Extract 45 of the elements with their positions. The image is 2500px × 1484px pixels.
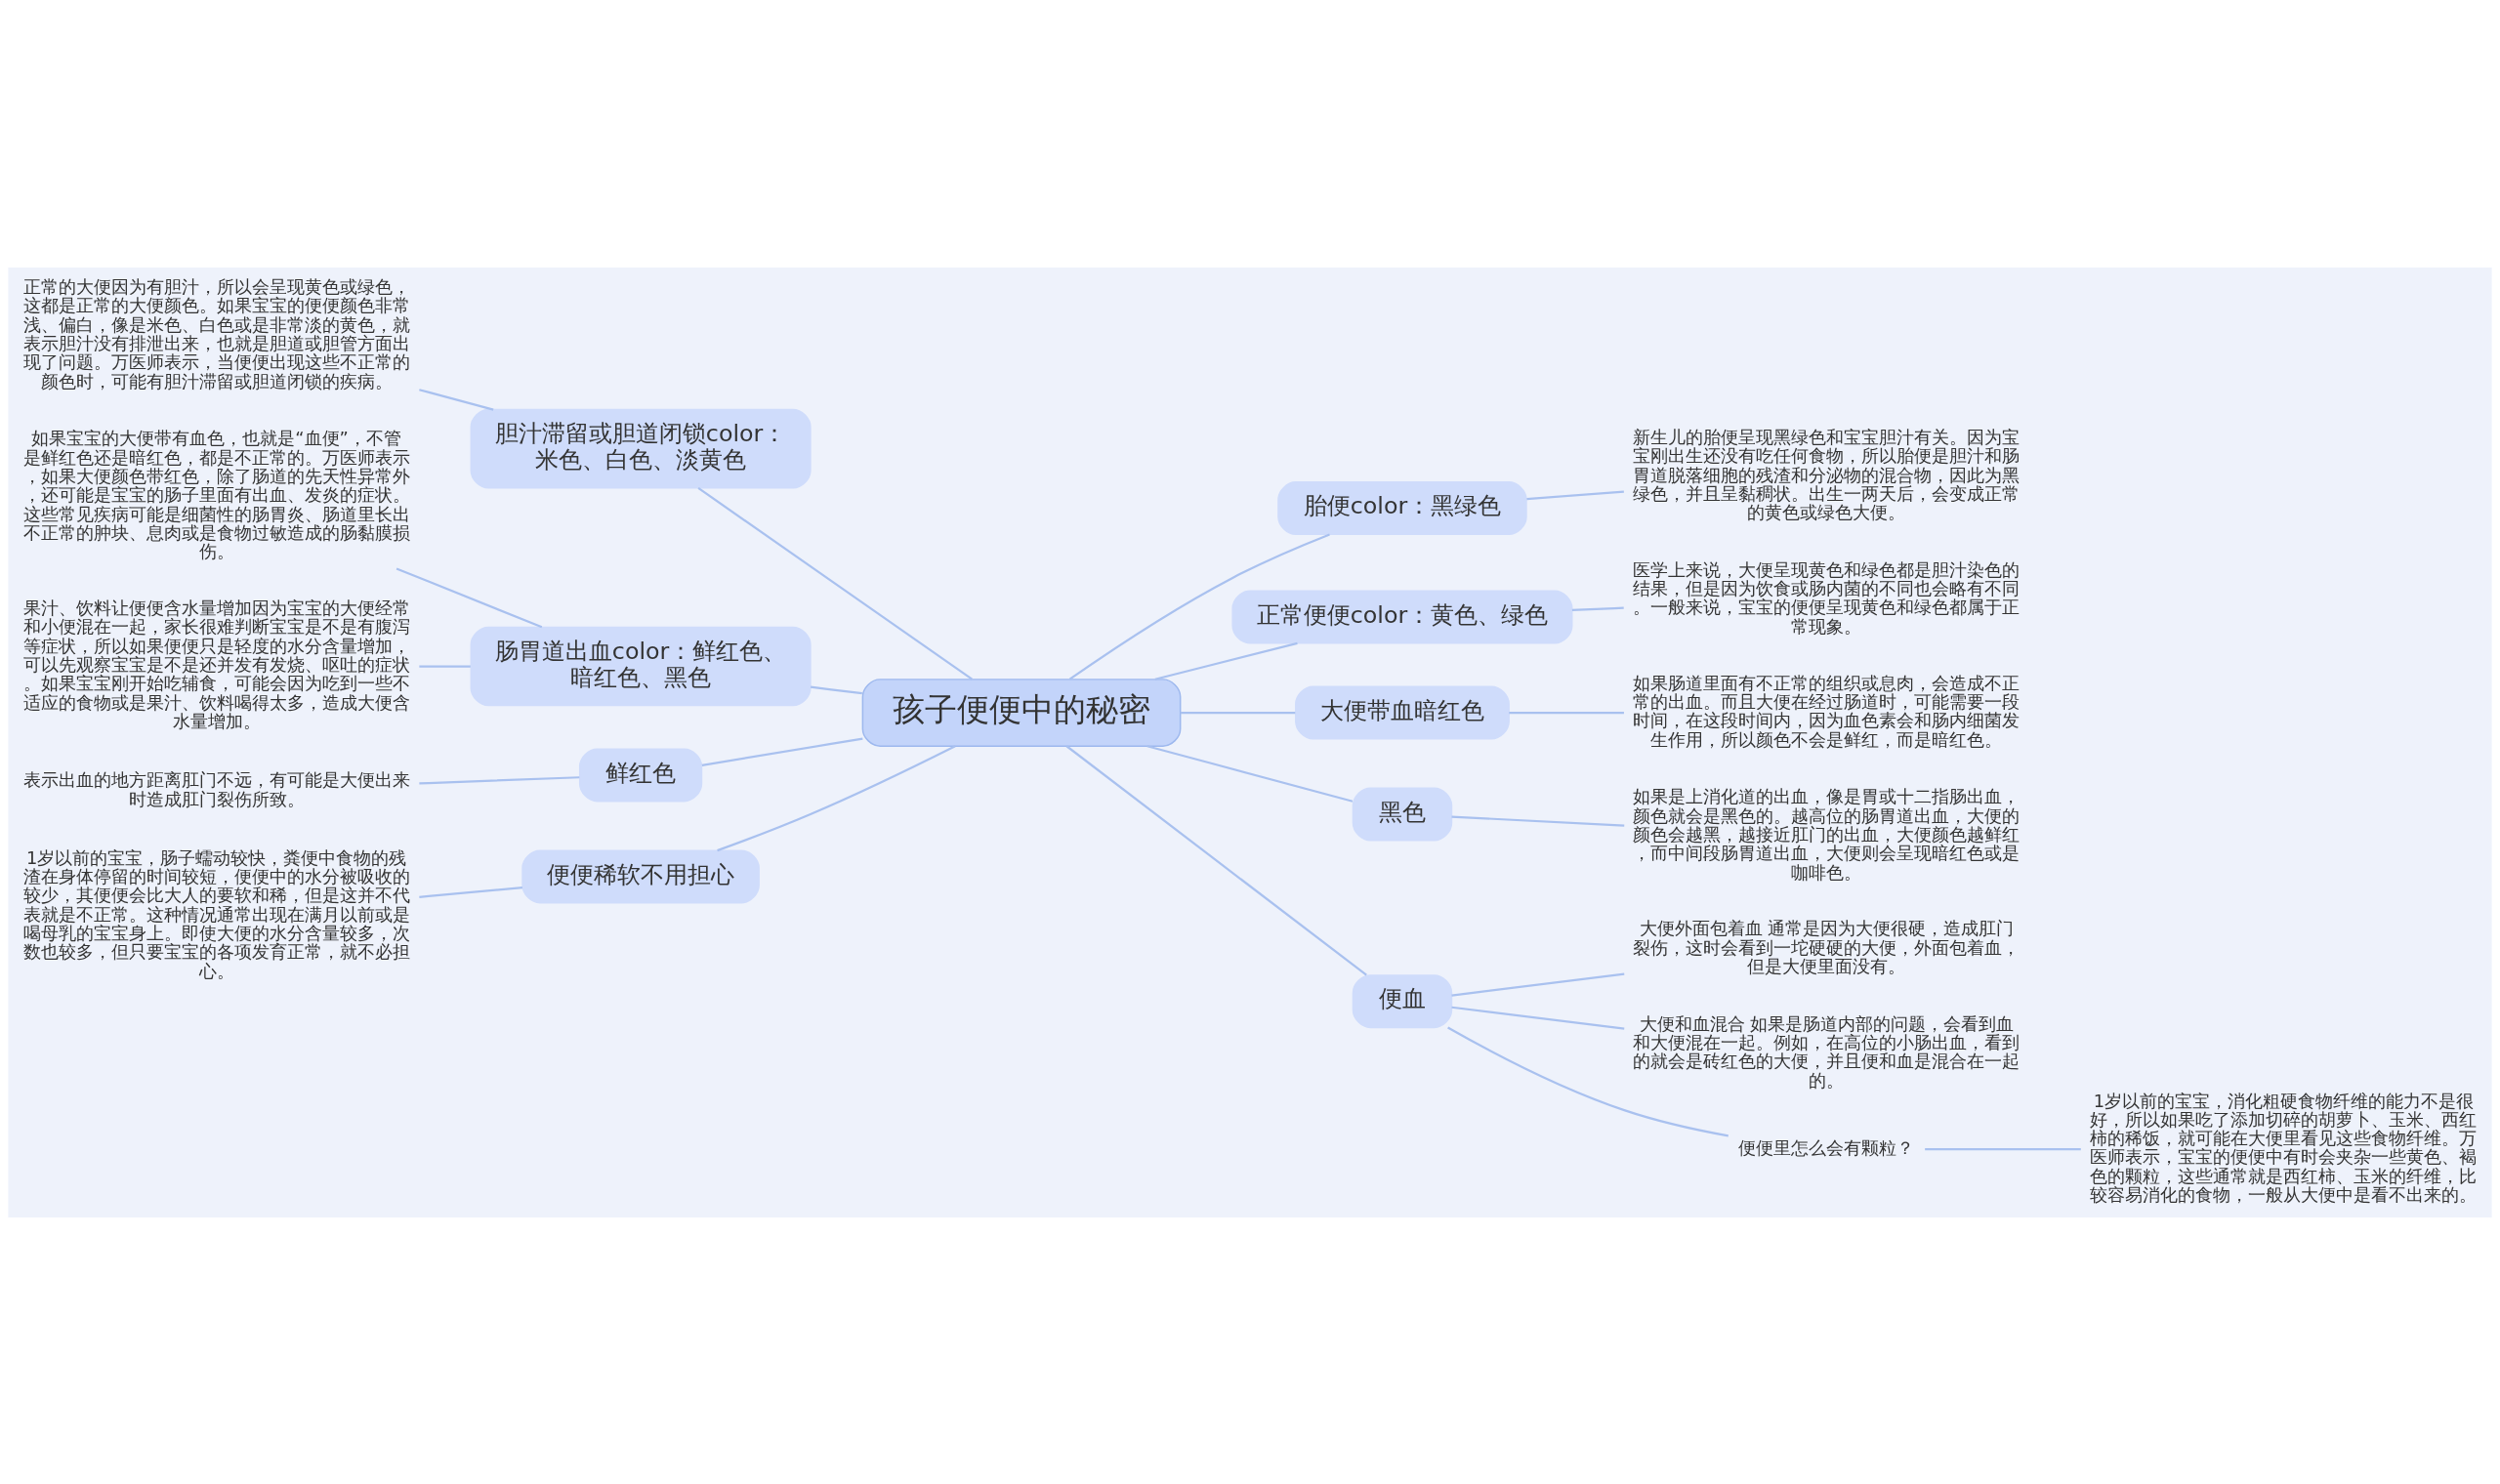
- node-text: 1岁以前的宝宝，肠子蠕动较快，粪便中食物的残渣在身体停留的时间较短，便便中的水分被吸收的较少，其便便会比大人的要软和稀，但是这并不代表就是不正常。这种情况通常出现在满月以前或是喝母乳的宝宝身上。即使大便的水分含量较多，次数也较多，但只要宝宝的各项发育正常，就不必担心。: [22, 846, 410, 981]
- node-box: 便便稀软不用担心: [521, 848, 760, 903]
- node-box: 鲜红色: [578, 747, 703, 802]
- connector: [1509, 711, 1624, 714]
- connector: [1451, 814, 1625, 827]
- connector: [1451, 1006, 1625, 1030]
- connector: [419, 775, 580, 785]
- node-box: 便血: [1352, 973, 1453, 1028]
- node-text: 如果宝宝的大便带有血色，也就是“血便”，不管是鲜红色还是暗红色，都是不正常的。万医师表示，如果大便颜色带红色，除了肠道的先天性异常外，还可能是宝宝的肠子里面有出血、发炎的症状。这些常见疾病可能是细菌性的肠胃炎、肠道里长出不正常的肿块、息肉或是食物过敏造成的肠黏膜损伤。: [22, 427, 410, 561]
- node-text: 果汁、饮料让便便含水量增加因为宝宝的大便经常和小便混在一起，家长很难判断宝宝是不是有腹泻等症状，所以如果便便只是轻度的水分含量增加，可以先观察宝宝是不是还并发有发烧、呕吐的症状。如果宝宝刚开始吃辅食，可能会因为吃到一些不适应的食物或是果汁、饮料喝得太多，造成大便含水量增加。: [22, 597, 410, 731]
- node-text: 医学上来说，大便呈现黄色和绿色都是胆汁染色的结果，但是因为饮食或肠内菌的不同也会略有不同。一般来说，宝宝的便便呈现黄色和绿色都属于正常现象。: [1633, 558, 2021, 637]
- node-box: 肠胃道出血color：鲜红色、暗红色、黑色: [470, 626, 812, 706]
- node-text: 大便和血混合 如果是肠道内部的问题，会看到血和大便混在一起。例如，在高位的小肠出血，看到的就会是砖红色的大便，并且便和血是混合在一起的。: [1633, 1012, 2021, 1091]
- node-text: 表示出血的地方距离肛门不远，有可能是大便出来时造成肛门裂伤所致。: [22, 768, 410, 809]
- node-text: 如果是上消化道的出血，像是胃或十二指肠出血，颜色就会是黑色的。越高位的肠胃道出血，大便的颜色会越黑，越接近肛门的出血，大便颜色越鲜红，而中间段肠胃道出血，大便则会呈现暗红色或是咖啡色。: [1633, 785, 2021, 883]
- node-text: 如果肠道里面有不正常的组织或息肉，会造成不正常的出血。而且大便在经过肠道时，可能需要一段时间，在这段时间内，因为血色素会和肠内细菌发生作用，所以颜色不会是鲜红，而是暗红色。: [1633, 672, 2021, 750]
- connector: [419, 664, 471, 668]
- node-text: 新生儿的胎便呈现黑绿色和宝宝胆汁有关。因为宝宝刚出生还没有吃任何食物，所以胎便是胆汁和肠胃道脱落细胞的残渣和分泌物的混合物，因此为黑绿色，并且呈黏稠状。出生一两天后，会变成正常的黄色或绿色大便。: [1633, 426, 2021, 522]
- node-box: 孩子便便中的秘密: [861, 678, 1182, 747]
- node-box: 黑色: [1352, 787, 1453, 841]
- node-box: 大便带血暗红色: [1295, 685, 1510, 740]
- connector: [1526, 489, 1624, 500]
- connector: [419, 886, 522, 898]
- connector: [811, 685, 862, 694]
- connector: [1571, 606, 1624, 611]
- connector: [1154, 641, 1298, 680]
- connector: [1451, 972, 1625, 997]
- connector: [419, 388, 494, 411]
- connector: [1146, 744, 1354, 803]
- node-text: 1岁以前的宝宝，消化粗硬食物纤维的能力不是很好，所以如果吃了添加切碎的胡萝卜、玉米、西红柿的稀饭，就可能在大便里看见这些食物纤维。万医师表示，宝宝的便便中有时会夹杂一些黄色、褐色的颗粒，这些通常就是西红柿、玉米的纤维，比较容易消化的食物，一般从大便中是看不出来的。: [2090, 1090, 2478, 1205]
- connector: [1180, 711, 1296, 714]
- connector: [1068, 532, 1330, 680]
- node-box: 胆汁滞留或胆道闭锁color：米色、白色、淡黄色: [470, 408, 812, 489]
- connector: [1925, 1147, 2081, 1150]
- connector: [697, 486, 973, 680]
- node-box: 胎便color：黑绿色: [1277, 480, 1527, 535]
- node-text: 便便里怎么会有颗粒？: [1738, 1136, 1915, 1158]
- connector: [1447, 1025, 1729, 1136]
- connector: [396, 566, 543, 628]
- node-box: 正常便便color：黄色、绿色: [1231, 590, 1573, 643]
- connector: [1065, 744, 1367, 976]
- connector: [717, 744, 956, 851]
- connector: [701, 737, 863, 766]
- node-text: 大便外面包着血 通常是因为大便很硬，造成肛门裂伤，这时会看到一坨硬硬的大便，外面包着血，但是大便里面没有。: [1633, 917, 2021, 976]
- node-text: 正常的大便因为有胆汁，所以会呈现黄色或绿色，这都是正常的大便颜色。如果宝宝的便便颜色非常浅、偏白，像是米色、白色或是非常淡的黄色，就表示胆汁没有排泄出来，也就是胆道或胆管方面出现了问题。万医师表示，当便便出现这些不正常的颜色时，可能有胆汁滞留或胆道闭锁的疾病。: [22, 275, 410, 392]
